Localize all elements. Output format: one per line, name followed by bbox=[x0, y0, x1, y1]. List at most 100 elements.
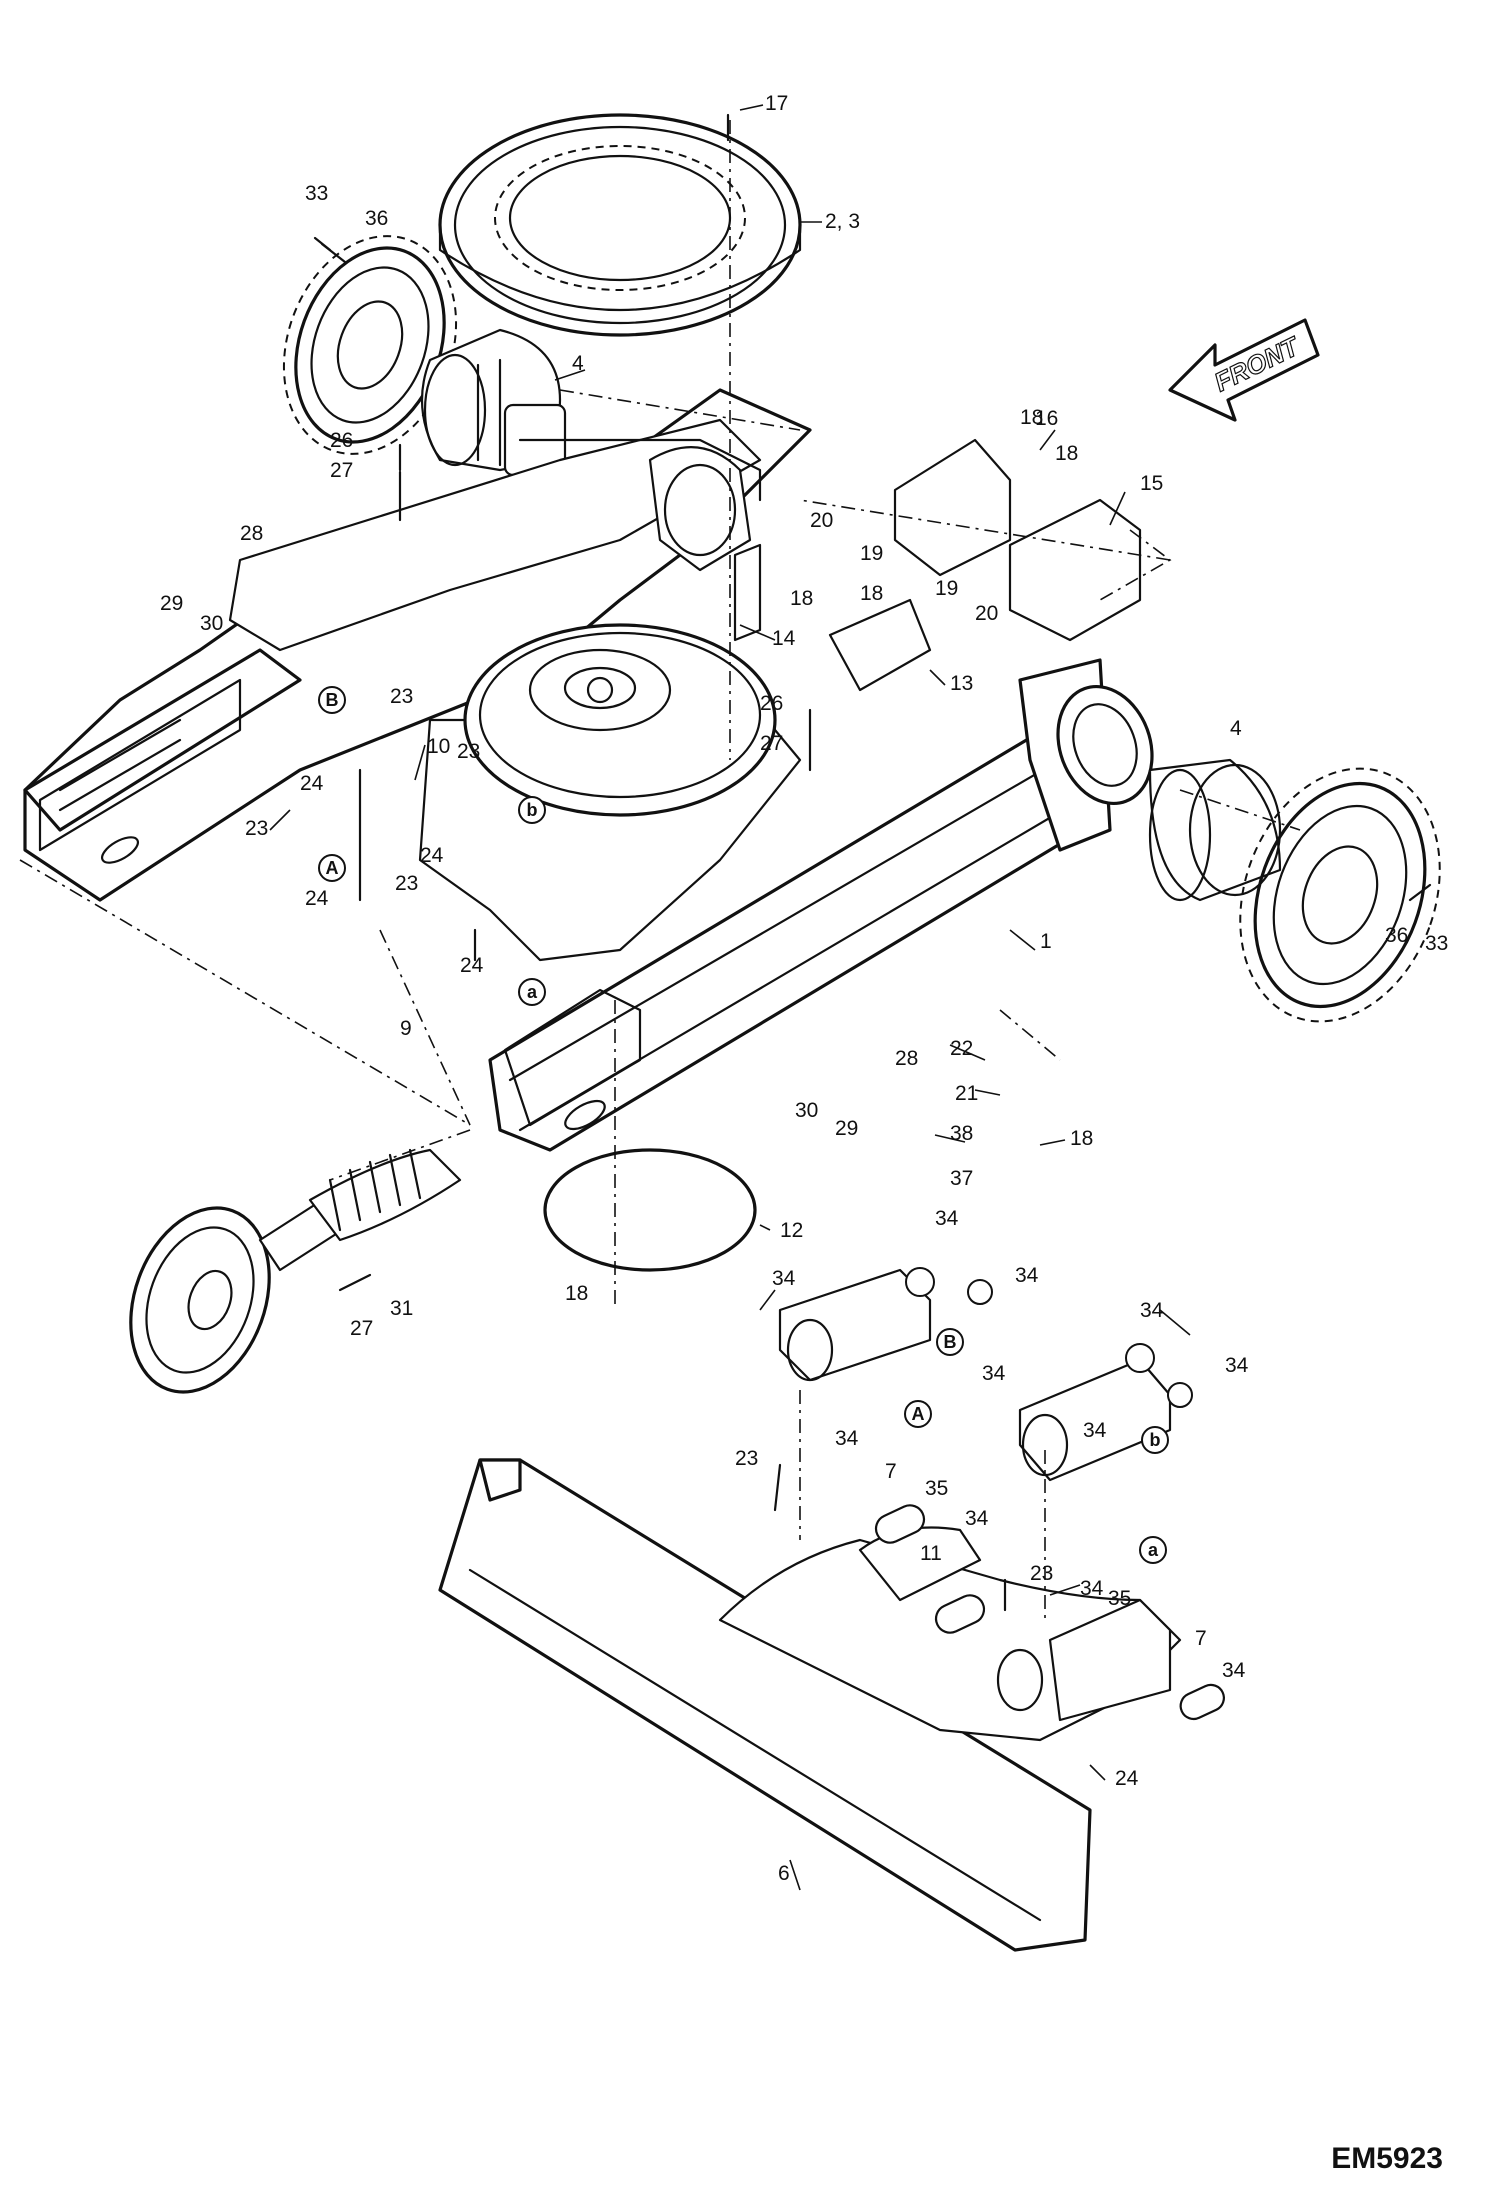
callout-21: 21 bbox=[955, 1082, 978, 1105]
view-marker-circle bbox=[1139, 1536, 1167, 1564]
slewing-ring bbox=[438, 113, 802, 337]
o-ring bbox=[543, 1148, 757, 1272]
view-marker-circle bbox=[1141, 1426, 1169, 1454]
callout-18: 18 bbox=[790, 587, 813, 610]
callout-19: 19 bbox=[860, 542, 883, 565]
callout-6: 6 bbox=[778, 1862, 790, 1885]
callout-29: 29 bbox=[160, 592, 183, 615]
callout-34: 34 bbox=[935, 1207, 959, 1230]
callout-34: 34 bbox=[1083, 1419, 1107, 1442]
callout-24: 24 bbox=[1115, 1767, 1139, 1790]
callout-20: 20 bbox=[810, 509, 833, 532]
callout-37: 37 bbox=[950, 1167, 973, 1190]
view-marker-A: A bbox=[326, 858, 339, 878]
left-travel-motor bbox=[420, 328, 567, 477]
callout-29: 29 bbox=[835, 1117, 858, 1140]
callout-24: 24 bbox=[300, 772, 324, 795]
callout-33: 33 bbox=[1425, 932, 1448, 955]
callout-23: 23 bbox=[395, 872, 418, 895]
view-marker-circle bbox=[518, 978, 546, 1006]
callout-36: 36 bbox=[365, 207, 388, 230]
view-marker-b: b bbox=[527, 800, 538, 820]
callout-30: 30 bbox=[795, 1099, 818, 1122]
callout-18: 18 bbox=[565, 1282, 588, 1305]
callout-18: 18 bbox=[1055, 442, 1078, 465]
callout-14: 14 bbox=[772, 627, 796, 650]
callout-38: 38 bbox=[950, 1122, 973, 1145]
view-marker-circle bbox=[936, 1328, 964, 1356]
callout-20: 20 bbox=[975, 602, 998, 625]
view-marker-a: a bbox=[527, 982, 538, 1002]
callout-24: 24 bbox=[420, 844, 444, 867]
callout-34: 34 bbox=[772, 1267, 796, 1290]
front-arrow: FRONT bbox=[1168, 318, 1320, 422]
callout-18: 18 bbox=[860, 582, 883, 605]
callout-34: 34 bbox=[965, 1507, 989, 1530]
idler-and-tensioner bbox=[129, 1148, 462, 1394]
callout-34: 34 bbox=[835, 1427, 859, 1450]
callout-26: 26 bbox=[330, 429, 353, 452]
callout-4: 4 bbox=[1230, 717, 1242, 740]
callout-19: 19 bbox=[935, 577, 958, 600]
dozer-blade bbox=[438, 1458, 1225, 1952]
callout-28: 28 bbox=[240, 522, 263, 545]
callout-22: 22 bbox=[950, 1037, 973, 1060]
callout-34: 34 bbox=[982, 1362, 1006, 1385]
callout-7: 7 bbox=[885, 1460, 897, 1483]
fasteners bbox=[313, 113, 1432, 1612]
right-travel-motor bbox=[1148, 758, 1282, 902]
callout-23: 23 bbox=[735, 1447, 758, 1470]
view-marker-a: a bbox=[1148, 1540, 1159, 1560]
figure-id: EM5923 bbox=[1331, 2142, 1443, 2175]
view-marker-B: B bbox=[326, 690, 339, 710]
view-marker-circle bbox=[318, 686, 346, 714]
callout-18: 18 bbox=[1070, 1127, 1093, 1150]
callout-15: 15 bbox=[1140, 472, 1163, 495]
callout-7: 7 bbox=[1195, 1627, 1207, 1650]
covers bbox=[733, 438, 1142, 692]
callout-24: 24 bbox=[460, 954, 484, 977]
callout-1: 1 bbox=[1040, 930, 1052, 953]
view-marker-circle bbox=[318, 854, 346, 882]
callout-34: 34 bbox=[1225, 1354, 1249, 1377]
callout-11: 11 bbox=[920, 1542, 942, 1565]
right-sprocket bbox=[1239, 767, 1441, 1023]
callout-35: 35 bbox=[1108, 1587, 1131, 1610]
callout-18: 18 bbox=[1020, 406, 1043, 429]
callout-9: 9 bbox=[400, 1017, 412, 1040]
callout-23: 23 bbox=[1030, 1562, 1053, 1585]
callout-35: 35 bbox=[925, 1477, 948, 1500]
callout-17: 17 bbox=[765, 92, 788, 115]
view-marker-b: b bbox=[1150, 1430, 1161, 1450]
front-direction-label: FRONT bbox=[1209, 330, 1305, 397]
callout-10: 10 bbox=[427, 735, 450, 758]
callout-12: 12 bbox=[780, 1219, 803, 1242]
callout-34: 34 bbox=[1080, 1577, 1104, 1600]
blade-cylinder-parts bbox=[778, 1267, 1193, 1482]
assembly-center-lines bbox=[19, 120, 1301, 1620]
callout-34: 34 bbox=[1015, 1264, 1039, 1287]
view-marker-circle bbox=[518, 796, 546, 824]
view-marker-B: B bbox=[944, 1332, 957, 1352]
callout-2-3: 2, 3 bbox=[825, 210, 860, 233]
callout-27: 27 bbox=[350, 1317, 373, 1340]
callout-28: 28 bbox=[895, 1047, 918, 1070]
callout-31: 31 bbox=[390, 1297, 413, 1320]
view-marker-A: A bbox=[912, 1404, 925, 1424]
callout-27: 27 bbox=[330, 459, 353, 482]
callout-36: 36 bbox=[1385, 924, 1408, 947]
callout-34: 34 bbox=[1222, 1659, 1246, 1682]
callout-27: 27 bbox=[760, 732, 783, 755]
callout-13: 13 bbox=[950, 672, 973, 695]
callout-23: 23 bbox=[457, 740, 480, 763]
callout-23: 23 bbox=[245, 817, 268, 840]
callout-34: 34 bbox=[1140, 1299, 1164, 1322]
callout-26: 26 bbox=[760, 692, 783, 715]
view-marker-circle bbox=[904, 1400, 932, 1428]
track-frame bbox=[23, 388, 1154, 1152]
callout-leaders bbox=[269, 104, 1191, 1891]
callout-4: 4 bbox=[572, 352, 584, 375]
callout-30: 30 bbox=[200, 612, 223, 635]
